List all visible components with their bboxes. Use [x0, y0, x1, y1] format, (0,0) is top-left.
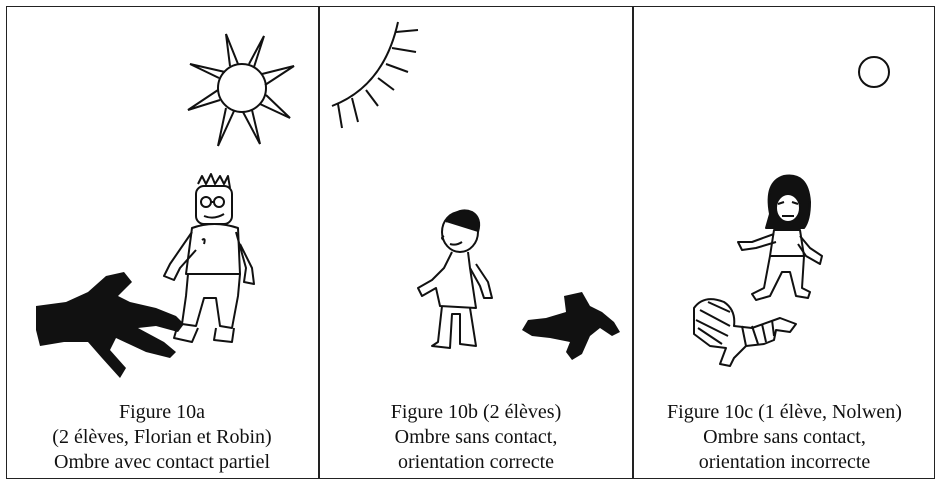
figure-frame — [6, 6, 935, 479]
caption-10a-line-2: (2 élèves, Florian et Robin) — [52, 426, 272, 448]
caption-10b-line-2: Ombre sans contact, — [394, 426, 558, 448]
shadow-drawing-b — [522, 292, 620, 360]
shadow-drawing-c — [693, 298, 797, 367]
caption-10c-line-3: orientation incorrecte — [698, 451, 871, 473]
caption-10a-line-1: Figure 10a — [118, 401, 206, 423]
caption-10b: Figure 10b (2 élèves) Ombre sans contact… — [320, 400, 632, 475]
drawing-10c — [693, 56, 890, 367]
shadow-drawing-a — [36, 272, 184, 378]
panel-divider-1 — [318, 6, 320, 479]
sun-icon — [858, 56, 890, 88]
caption-10c: Figure 10c (1 élève, Nolwen) Ombre sans … — [634, 400, 935, 475]
drawing-10a — [36, 33, 295, 378]
caption-10a: Figure 10a (2 élèves, Florian et Robin) … — [6, 400, 318, 475]
sun-icon — [331, 21, 419, 129]
girl-drawing — [737, 174, 823, 301]
caption-10a-line-3: Ombre avec contact partiel — [54, 451, 270, 473]
caption-10c-line-1: Figure 10c (1 élève, Nolwen) — [667, 401, 902, 423]
sun-icon — [187, 33, 295, 147]
panel-figure-10a: Figure 10a (2 élèves, Florian et Robin) … — [6, 6, 318, 479]
panel-divider-2 — [632, 6, 634, 479]
boy-drawing — [417, 209, 493, 349]
caption-10b-line-3: orientation correcte — [397, 451, 555, 473]
panel-figure-10b: Figure 10b (2 élèves) Ombre sans contact… — [320, 6, 632, 479]
caption-10c-line-2: Ombre sans contact, — [703, 426, 866, 448]
drawing-10b — [331, 21, 620, 360]
panel-figure-10c: Figure 10c (1 élève, Nolwen) Ombre sans … — [634, 6, 935, 479]
boy-drawing — [163, 173, 255, 343]
caption-10b-line-1: Figure 10b (2 élèves) — [390, 401, 562, 423]
